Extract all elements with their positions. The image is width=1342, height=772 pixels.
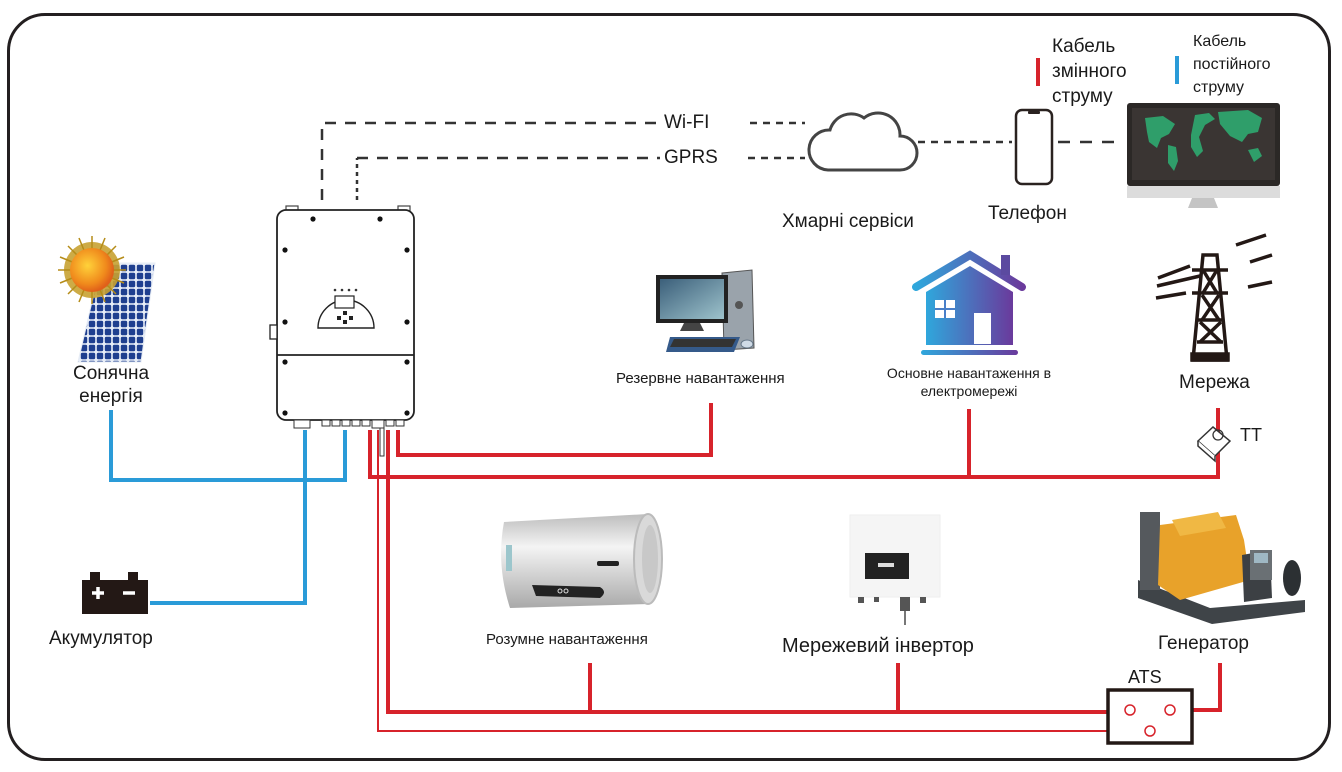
battery-dc-cable bbox=[150, 430, 307, 605]
cloud-label: Хмарні сервіси bbox=[782, 211, 914, 232]
dc-legend-line2: постійного bbox=[1193, 56, 1271, 73]
generator-label: Генератор bbox=[1158, 633, 1249, 654]
ac-legend-line1: Кабель bbox=[1052, 36, 1116, 57]
grid-label: Мережа bbox=[1179, 372, 1250, 393]
solar-label-line1: Сонячна bbox=[72, 363, 150, 384]
desktop-computer-icon bbox=[656, 269, 755, 352]
monitor-icon bbox=[1127, 103, 1280, 208]
house-icon bbox=[912, 250, 1026, 355]
ats-switch-icon bbox=[1106, 688, 1194, 745]
dc-legend-line1: Кабель bbox=[1193, 33, 1247, 50]
sun-icon bbox=[58, 236, 126, 304]
water-heater-icon bbox=[501, 513, 663, 608]
generator-icon bbox=[1138, 512, 1305, 624]
ats-to-load-cable bbox=[377, 430, 1148, 732]
solar-label-line2: енергія bbox=[79, 386, 143, 407]
diagram-frame bbox=[7, 13, 1331, 761]
solar-panel-icon bbox=[58, 236, 156, 363]
backup-load-cable bbox=[396, 403, 713, 457]
battery-label: Акумулятор bbox=[49, 628, 153, 649]
dc-cable-legend-swatch bbox=[1175, 56, 1179, 84]
battery-icon bbox=[82, 572, 148, 614]
ac-cables bbox=[368, 403, 1222, 732]
ac-legend-line2: змінного bbox=[1052, 61, 1127, 82]
dc-legend-line3: струму bbox=[1193, 79, 1245, 96]
hybrid-inverter-icon bbox=[269, 205, 415, 457]
ac-cable-legend-swatch bbox=[1036, 58, 1040, 86]
ac-legend-line3: струму bbox=[1052, 86, 1113, 107]
backup-load-label: Резервне навантаження bbox=[616, 370, 785, 387]
ac-cable-legend-label: Кабель змінного струму bbox=[1052, 34, 1127, 109]
smartphone-icon bbox=[1014, 108, 1054, 186]
dc-cables bbox=[109, 410, 347, 605]
wifi-line bbox=[320, 121, 805, 200]
smart-load-label: Розумне навантаження bbox=[486, 631, 648, 648]
cloud-icon bbox=[807, 111, 919, 172]
main-load-label-line1: Основне навантаження в bbox=[886, 365, 1052, 381]
ct-label: ТТ bbox=[1240, 425, 1262, 445]
solar-dc-cable bbox=[109, 410, 347, 482]
gprs-label: GPRS bbox=[664, 147, 718, 168]
dc-cable-legend-label: Кабель постійного струму bbox=[1193, 30, 1271, 99]
solar-label: Сонячна енергія bbox=[73, 362, 149, 408]
phone-label: Телефон bbox=[988, 203, 1067, 224]
main-load-label-line2: електромережі bbox=[920, 383, 1018, 399]
current-transformer-icon bbox=[1196, 426, 1232, 463]
grid-cable bbox=[368, 408, 1220, 479]
grid-inverter-label: Мережевий інвертор bbox=[782, 635, 974, 657]
ats-label: ATS bbox=[1128, 667, 1162, 687]
gprs-line bbox=[355, 156, 805, 200]
main-load-label: Основне навантаження в електромережі bbox=[887, 364, 1051, 400]
gen-port-cable bbox=[386, 430, 1130, 714]
wifi-label: Wi-FI bbox=[664, 112, 710, 133]
grid-inverter-icon bbox=[849, 514, 941, 625]
power-tower-icon bbox=[1155, 233, 1273, 362]
